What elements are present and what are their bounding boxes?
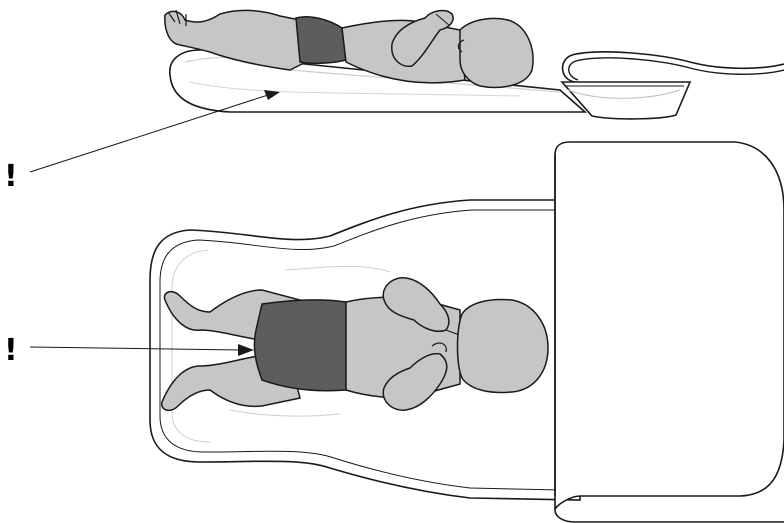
side-view-baby-head	[460, 18, 533, 87]
top-view-diaper	[254, 300, 346, 391]
top-view-group	[150, 142, 784, 522]
changing-table-top	[555, 142, 784, 510]
callout-1-exclamation: !	[4, 162, 18, 192]
side-view-group	[165, 10, 784, 119]
wash-basin-icon	[562, 82, 690, 119]
side-view-diaper	[296, 17, 346, 64]
hose	[563, 52, 784, 82]
top-view-baby-head	[458, 300, 549, 393]
callout-1-leader-line	[30, 95, 268, 172]
callout-2-exclamation: !	[4, 336, 18, 366]
